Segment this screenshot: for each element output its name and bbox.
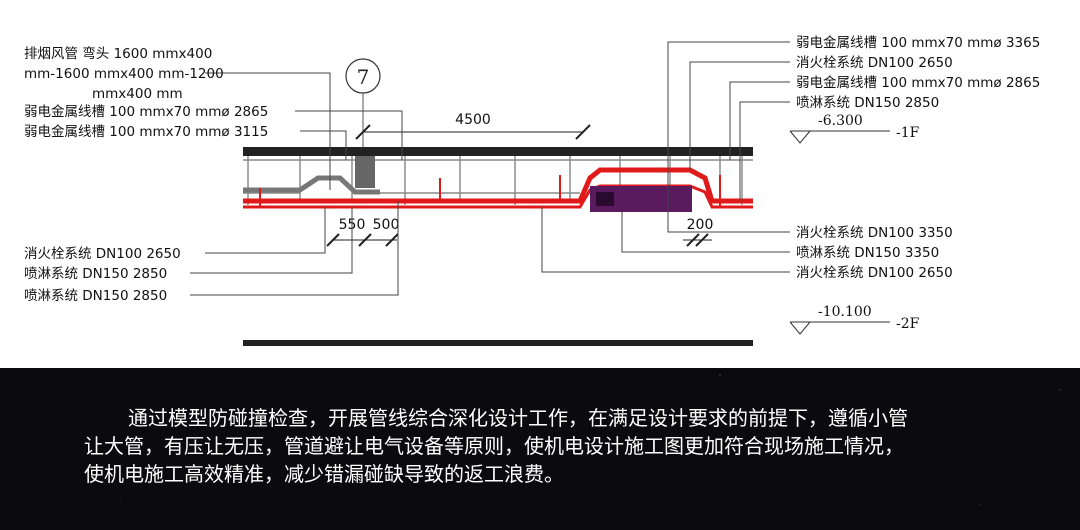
elevation-floor-1: -1F xyxy=(896,125,920,141)
label-hydrant-3350: 消火栓系统 DN100 3350 xyxy=(796,225,953,241)
label-hydrant-2650: 消火栓系统 DN100 2650 xyxy=(24,246,181,262)
elevation-floor-2: -2F xyxy=(896,316,920,332)
elevation-value-2: -10.100 xyxy=(818,304,872,320)
label-cable-tray-2865: 弱电金属线槽 100 mmx70 mmø 2865 xyxy=(24,104,268,120)
label-hydrant-2650-right: 消火栓系统 DN100 2650 xyxy=(796,55,953,71)
elevation-marker-2f: -10.100 -2F xyxy=(789,304,920,335)
leader-lines-right xyxy=(541,41,790,273)
caption-line-1: 通过模型防碰撞检查，开展管线综合深化设计工作，在满足设计要求的前提下，遵循小管 xyxy=(128,406,908,430)
pipeline-section-drawing: 7 4500 550 500 200 排烟风管 弯头 1600 mmx400 m… xyxy=(24,35,1040,346)
label-sprinkler-2850-a: 喷淋系统 DN150 2850 xyxy=(24,266,167,282)
leader-lines-left xyxy=(190,72,403,296)
elevation-marker-1f: -6.300 -1F xyxy=(789,113,920,144)
label-sprinkler-2850-right: 喷淋系统 DN150 2850 xyxy=(796,95,939,111)
description-caption: 通过模型防碰撞检查，开展管线综合深化设计工作，在满足设计要求的前提下，遵循小管 … xyxy=(84,404,1024,488)
label-smoke-duct-1: 排烟风管 弯头 1600 mmx400 xyxy=(24,45,212,62)
label-cable-tray-3115: 弱电金属线槽 100 mmx70 mmø 3115 xyxy=(24,124,268,140)
caption-line-3: 使机电施工高效精准，减少错漏碰缺导致的返工浪费。 xyxy=(84,462,564,486)
caption-line-2: 让大管，有压让无压，管道避让电气设备等原则，使机电设计施工图更加符合现场施工情况… xyxy=(84,434,904,458)
smoke-duct-riser xyxy=(355,156,375,188)
dimension-4500: 4500 xyxy=(455,112,491,128)
label-hydrant-2650-bottom: 消火栓系统 DN100 2650 xyxy=(796,265,953,281)
label-cable-tray-2865-right: 弱电金属线槽 100 mmx70 mmø 2865 xyxy=(796,75,1040,91)
label-cable-tray-3365: 弱电金属线槽 100 mmx70 mmø 3365 xyxy=(796,35,1040,51)
floor-slab-2f xyxy=(243,340,753,346)
axis-mark: 7 xyxy=(357,65,370,89)
label-smoke-duct-2: mm-1600 mmx400 mm-1200 xyxy=(24,66,224,82)
label-smoke-duct-3: mmx400 mm xyxy=(92,86,183,102)
label-sprinkler-2850-b: 喷淋系统 DN150 2850 xyxy=(24,288,167,304)
label-sprinkler-3350: 喷淋系统 DN150 3350 xyxy=(796,245,939,261)
drawing-panel: 7 4500 550 500 200 排烟风管 弯头 1600 mmx400 m… xyxy=(0,0,1080,368)
smoke-duct-elbow xyxy=(243,175,380,195)
floor-slab-1f xyxy=(243,147,753,156)
dimension-500: 500 xyxy=(373,217,400,233)
dimension-200: 200 xyxy=(687,217,714,233)
elevation-value-1: -6.300 xyxy=(818,113,863,129)
duct-end xyxy=(596,192,614,206)
